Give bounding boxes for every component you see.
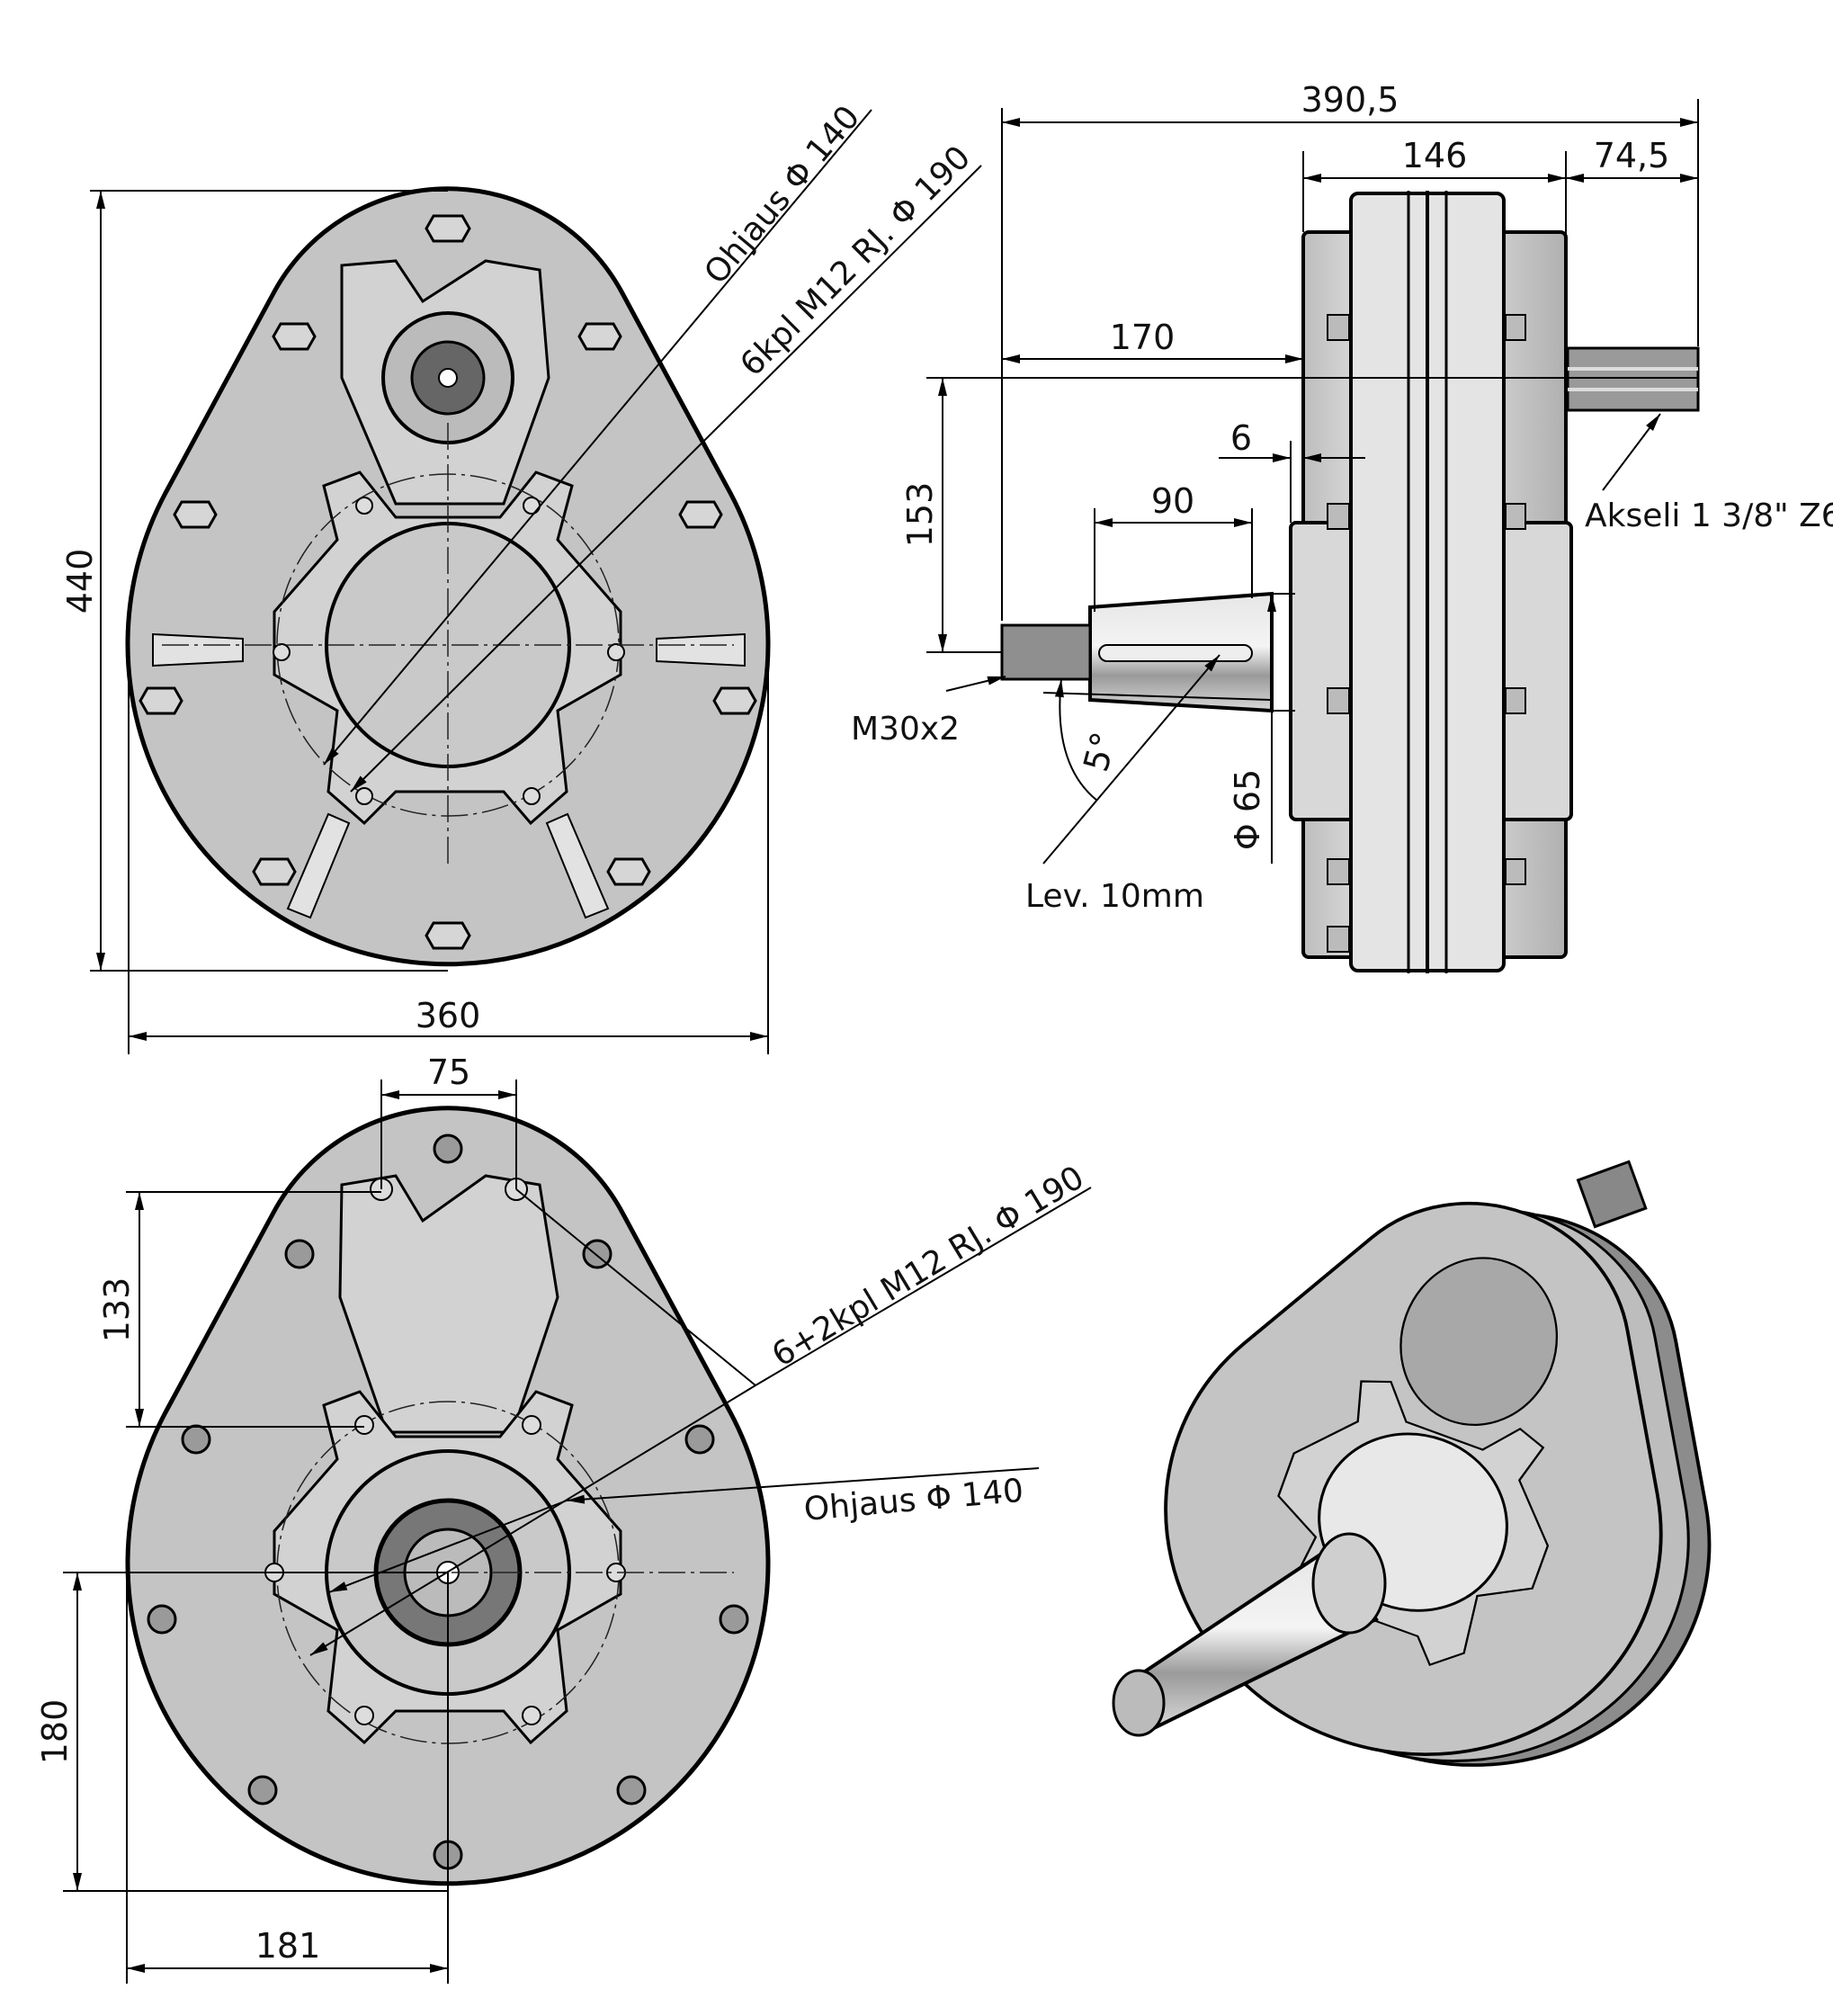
- rear-upper-bracket: [338, 1174, 559, 1434]
- dim-height: 440: [60, 549, 100, 614]
- dim-width: 360: [416, 996, 481, 1035]
- input-hub-center: [438, 368, 458, 388]
- dim-overall-length: 390,5: [1301, 80, 1399, 120]
- dim-center-offset: 181: [255, 1926, 321, 1966]
- side-view: 390,5 146 74,5 170 153 6 90 Φ 65 5°: [851, 80, 1833, 973]
- keyway: [1098, 644, 1253, 662]
- dim-shaft-offset: 153: [900, 482, 940, 548]
- bolt-holes: [273, 497, 625, 805]
- dim-taper-angle: 5°: [1076, 728, 1124, 775]
- front-view: 440 360 Ohjaus Φ 140 6kpl M12 RJ. Φ 190: [60, 99, 982, 1054]
- hex-bolts: [139, 214, 757, 950]
- dim-hole-spacing: 75: [427, 1053, 470, 1092]
- output-spline-shaft: [1566, 346, 1700, 412]
- ribs: [152, 632, 746, 919]
- dim-vertical-spacing: 133: [97, 1277, 137, 1343]
- dim-flange-step: 6: [1230, 418, 1252, 458]
- label-thread: M30x2: [851, 711, 960, 748]
- label-rear-bolts: 6+2kpl M12 RJ. Φ 190: [766, 1159, 1091, 1374]
- label-rear-pilot: Ohjaus Φ 140: [802, 1473, 1024, 1528]
- leader-line-pilot: [323, 109, 872, 766]
- dim-center-height: 180: [35, 1699, 75, 1765]
- dim-taper-length: 90: [1151, 481, 1194, 521]
- iso-output-spline: [1576, 1160, 1648, 1229]
- rear-view: 75 133 180 181 6+2kpl M12 RJ. Φ 190 Ohja…: [35, 1053, 1092, 1984]
- input-thread: [1000, 623, 1092, 681]
- label-keyway: Lev. 10mm: [1025, 878, 1204, 915]
- dim-output-shaft-length: 74,5: [1594, 136, 1670, 175]
- isometric-view: [1112, 1160, 1712, 1767]
- label-output-shaft: Akseli 1 3/8" Z6: [1585, 497, 1833, 534]
- label-bolts: 6kpl M12 RJ. Φ 190: [733, 139, 978, 384]
- leader-line-bolts: [350, 165, 982, 793]
- dim-housing-width: 146: [1402, 136, 1468, 175]
- iso-thread: [1112, 1669, 1166, 1737]
- dim-input-to-housing: 170: [1110, 318, 1176, 357]
- side-bolts: [1327, 314, 1526, 953]
- dim-shaft-diameter: Φ 65: [1228, 769, 1267, 850]
